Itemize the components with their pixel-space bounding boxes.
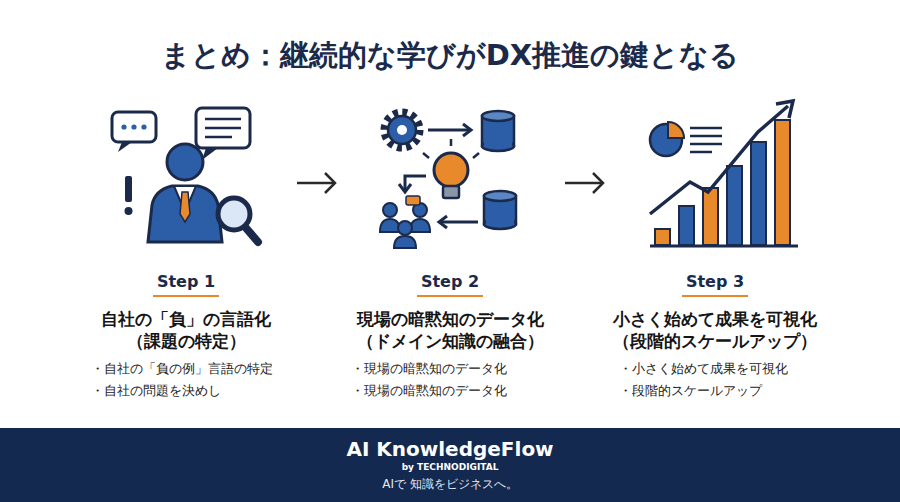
consultant-icon [112,108,258,242]
person-body [410,219,430,232]
arrow-shaft [297,182,335,185]
bubble-line [205,118,241,121]
brand-tagline: AIで 知識をビジネスへ。 [382,473,518,495]
bulb-ray [450,139,453,146]
arrow-shaft [565,182,603,185]
step-bullet: ・自社の「負の例」言語の特定 [75,358,297,380]
exclamation-bar [125,176,132,202]
flow-arrowhead [463,124,471,136]
speech-bubble [112,112,156,142]
step-bullet: ・現場の暗黙知のデータ化 [335,380,565,402]
step-label-row: Step 3 [603,272,827,297]
step-subheading: （段階的スケールアップ） [603,330,827,352]
bar [703,188,718,245]
database-top [484,191,516,201]
flow-arrow [440,221,478,224]
trend-line [650,106,788,214]
flow-arrowhead [439,216,447,228]
bubble-line [205,136,232,139]
brand-footer: AI KnowledgeFlowby TECHNODIGITALAIで 知識をビ… [0,428,900,502]
text-line [690,143,722,146]
step-subheading: （課題の特定） [75,330,297,352]
bubble-line [205,127,241,130]
step-label: Step 2 [417,272,483,297]
magnifier-lens [218,198,250,230]
bar [727,166,742,245]
bubble-dot [131,124,136,129]
flow-arrow [565,173,603,193]
bar [775,120,790,245]
bubble-dot [121,124,126,129]
trend-arrowhead [776,101,793,118]
step-column: Step 2 現場の暗黙知のデータ化（ドメイン知識の融合） ・現場の暗黙知のデータ化… [335,100,565,400]
person-body [380,219,400,232]
step-heading: 現場の暗黙知のデータ化 [335,308,565,330]
bulb-ray [423,153,429,158]
bubble-tail [118,142,132,152]
person-body [148,186,222,242]
flow-arrow [297,173,335,193]
step-bullet: ・段階的スケールアップ [603,380,827,402]
lightbulb-base [443,186,459,198]
step-label: Step 1 [153,272,219,297]
person-head [398,221,412,235]
chat-bubble [406,196,420,205]
flow-arrow [428,129,470,132]
bar [751,142,766,245]
step-column: Step 3 小さく始めて成果を可視化（段階的スケールアップ） ・小さく始めて成果を… [603,100,827,400]
step-label: Step 3 [682,272,748,297]
growth-icon [650,101,798,246]
person-head [167,144,203,180]
bubble-tail [202,148,218,160]
bubble-dot [141,124,146,129]
brand-byline: by TECHNODIGITAL [402,461,499,473]
step-column: Step 1 自社の「負」の言語化（課題の特定） ・自社の「負の例」言語の特定・自社… [75,100,297,400]
database-fill [486,200,514,224]
step-subheading: （ドメイン知識の融合） [335,330,565,352]
step-label-row: Step 2 [335,272,565,297]
gear-teeth [384,112,420,148]
step-bullet: ・自社の問題を決めし [75,380,297,402]
step-bullet: ・小さく始めて成果を可視化 [603,358,827,380]
bar [679,206,694,245]
text-line [690,151,712,154]
bar [655,229,670,245]
step-heading: 自社の「負」の言語化 [75,308,297,330]
exclamation-dot [125,207,133,215]
text-line [690,135,722,138]
gear-hole [397,125,407,135]
text-line [690,127,722,130]
tie [180,192,190,222]
chart-baseline [650,245,798,248]
database-top [482,111,514,121]
step-bullet: ・現場の暗黙知のデータ化 [335,358,565,380]
step-heading: 小さく始めて成果を可視化 [603,308,827,330]
magnifier-handle [246,228,258,242]
speech-bubble [196,108,250,148]
brand-name: AI KnowledgeFlow [346,437,553,461]
arrowhead [593,173,603,193]
flow-arrowhead [399,184,411,192]
pie-slice [668,122,684,138]
lightbulb [434,153,468,187]
arrowhead [325,173,335,193]
bulb-ray [473,153,479,158]
person-head [383,203,397,217]
person-body [394,236,416,248]
database-fill [484,120,512,146]
knowledge-icon [380,111,516,248]
title: まとめ：継続的な学びがDX推進の鍵となる [0,30,900,80]
step-label-row: Step 1 [75,272,297,297]
gear-body [388,116,416,144]
